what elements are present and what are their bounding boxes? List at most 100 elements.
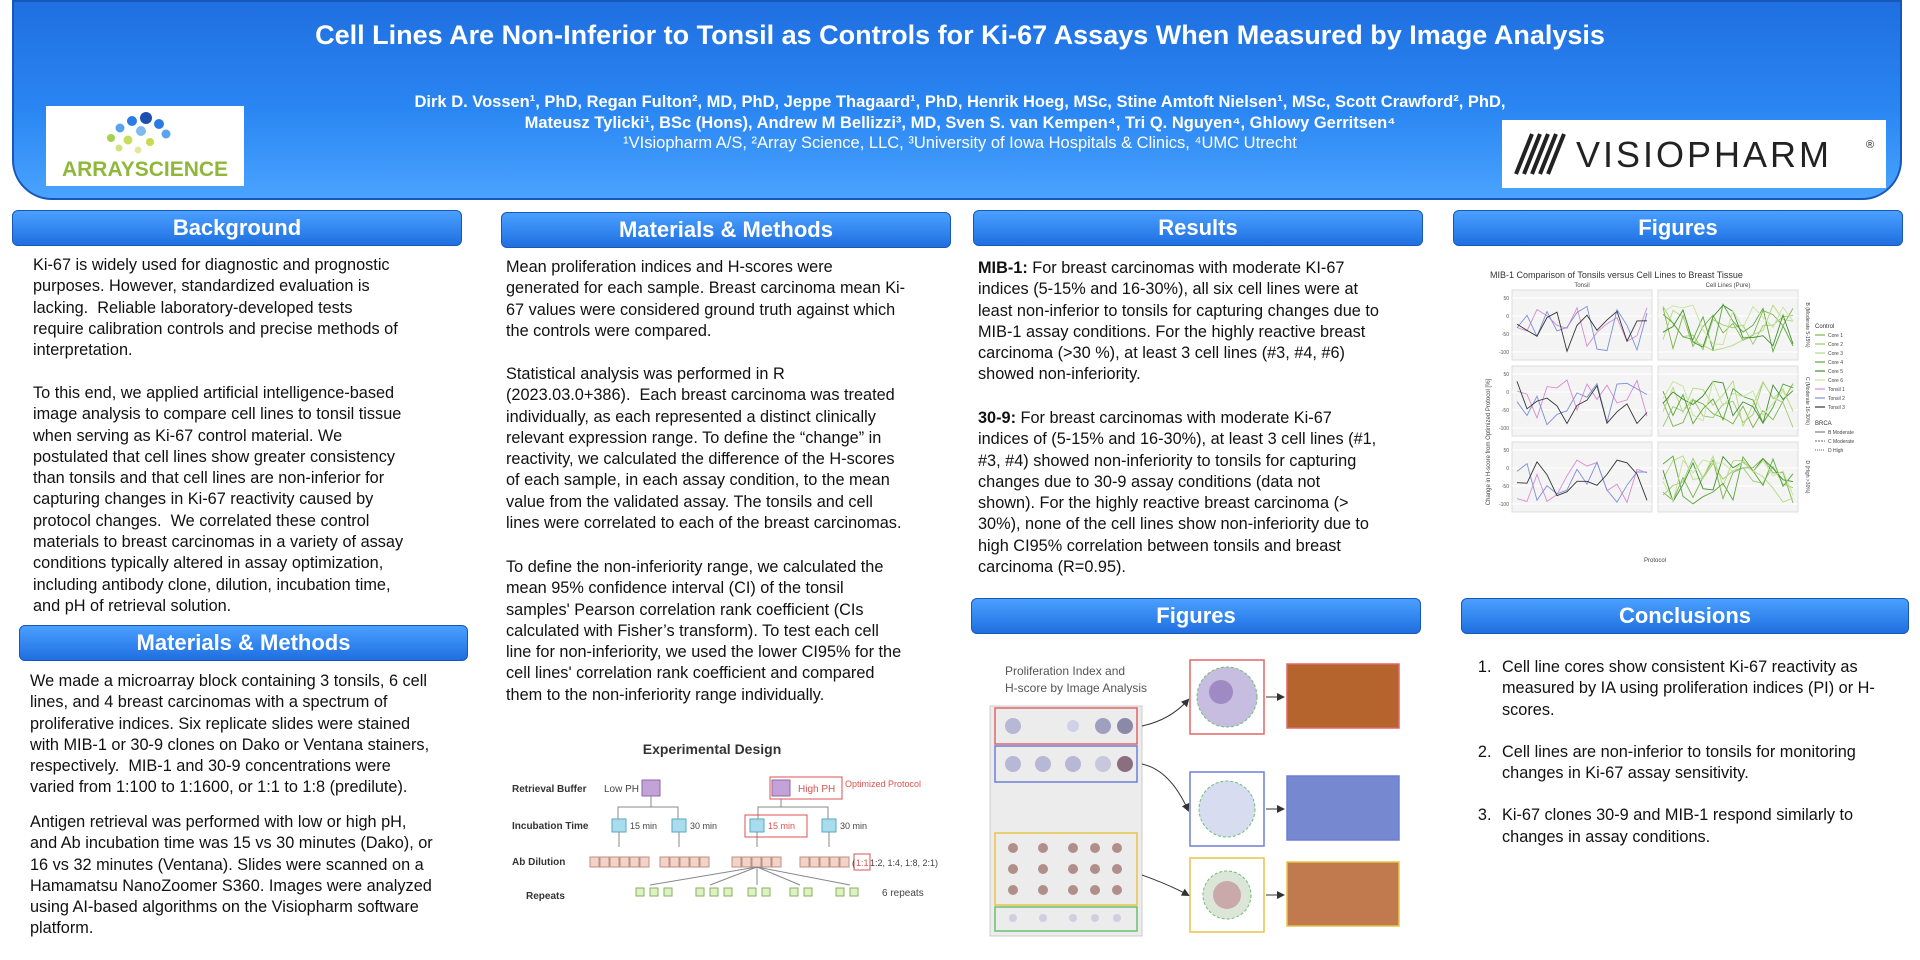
dilutions-highlight: 1:1, [856, 858, 871, 868]
legend-brca-title: BRCA [1815, 421, 1832, 427]
experimental-design-figure: Experimental Design Retrieval Buffer Inc… [500, 735, 952, 915]
legend-entry: Core 1 [1828, 333, 1843, 339]
chart-ytick: -100 [1499, 350, 1509, 356]
chart-ytick: 50 [1503, 448, 1509, 454]
exp-dilution-label: Ab Dilution [512, 857, 565, 868]
chart-ytick: 50 [1503, 296, 1509, 302]
chart-ytick: 0 [1506, 466, 1509, 472]
methods-paragraph-1: We made a microarray block containing 3 … [30, 672, 430, 797]
results-mib1-paragraph: MIB-1: For breast carcinomas with modera… [978, 258, 1379, 386]
figures-header: Figures [1453, 210, 1903, 246]
results-309-label: 30-9: [978, 409, 1017, 427]
chart-series-line [1516, 461, 1648, 503]
svg-text:®: ® [1866, 139, 1874, 151]
authors: Dirk D. Vossen¹, PhD, Regan Fulton², MD,… [300, 92, 1620, 134]
results-309-paragraph: 30-9: For breast carcinomas with moderat… [978, 408, 1376, 578]
exp-design-title: Experimental Design [643, 741, 782, 757]
legend-control-title: Control [1815, 324, 1834, 330]
results-309-text: For breast carcinomas with moderate Ki-6… [978, 409, 1377, 577]
chart-series-line [1662, 459, 1794, 503]
conclusion-item: Cell lines are non-inferior to tonsils f… [1496, 742, 1910, 785]
background-paragraph-1: Ki-67 is widely used for diagnostic and … [33, 256, 398, 360]
exp-incubation-label: Incubation Time [512, 821, 589, 832]
legend-entry: Tonsil 3 [1828, 405, 1845, 411]
tma-caption-1: Proliferation Index and [1005, 664, 1125, 678]
poster-title: Cell Lines Are Non-Inferior to Tonsil as… [315, 20, 1605, 50]
chart-panel [1657, 365, 1799, 437]
chart-series-line [1662, 379, 1794, 422]
t15-label-1: 15 min [630, 821, 657, 831]
chart-series-line [1516, 379, 1648, 420]
chart-ytick: -50 [1502, 408, 1509, 414]
conclusions-list: Cell line cores show consistent Ki-67 re… [1470, 657, 1910, 869]
figures-header-2: Figures [971, 598, 1421, 634]
chart-ytick: 0 [1506, 390, 1509, 396]
high-ph-label: High PH [798, 784, 835, 795]
chart-series-line [1662, 379, 1794, 428]
exp-repeats-label: Repeats [526, 891, 565, 902]
methods2-paragraph-2: Statistical analysis was performed in R … [506, 365, 902, 533]
conclusion-item: Ki-67 clones 30-9 and MIB-1 respond simi… [1496, 805, 1910, 848]
chart-series-line [1516, 459, 1648, 504]
chart-facet-column: Tonsil [1574, 283, 1589, 289]
optimized-protocol-label: Optimized Protocol [845, 779, 921, 789]
legend-entry: B Moderate [1828, 430, 1854, 436]
chart-facet-row: B (Moderate 5-15%) [1804, 302, 1810, 347]
chart-series-line [1662, 304, 1794, 351]
legend-entry: C Moderate [1828, 439, 1854, 445]
results-mib1-label: MIB-1: [978, 259, 1028, 277]
chart-ytick: -50 [1502, 484, 1509, 490]
chart-ytick: -50 [1502, 332, 1509, 338]
chart-ytick: -100 [1499, 426, 1509, 432]
conclusions-ordered-list: Cell line cores show consistent Ki-67 re… [1470, 657, 1910, 848]
t15-label-2: 15 min [768, 821, 795, 831]
chart-title: MIB-1 Comparison of Tonsils versus Cell … [1490, 270, 1743, 280]
chart-series-line [1662, 455, 1794, 503]
background-header: Background [12, 210, 462, 246]
methods-header-1: Materials & Methods [19, 625, 468, 661]
chart-panel [1511, 289, 1653, 361]
chart-ylabel: Change in H-score from Optimized Protoco… [1486, 378, 1492, 505]
legend-entry: Tonsil 2 [1828, 396, 1845, 402]
legend-entry: Core 5 [1828, 369, 1843, 375]
t30-label-2: 30 min [840, 821, 867, 831]
repeats-count: 6 repeats [882, 888, 924, 899]
array-science-logo: ARRAYSCIENCE [46, 106, 244, 186]
results-mib1-text: For breast carcinomas with moderate KI-6… [978, 259, 1379, 384]
authors-line-2: Mateusz Tylicki¹, BSc (Hons), Andrew M B… [524, 114, 1396, 132]
chart-series-line [1662, 383, 1794, 429]
chart-series-line [1662, 455, 1794, 505]
logo-right-text: VISIOPHARM [1576, 134, 1832, 175]
methods-header-2: Materials & Methods [501, 212, 951, 248]
dilutions-rest: 1:2, 1:4, 1:8, 2:1) [870, 858, 938, 868]
methods2-paragraph-1: Mean proliferation indices and H-scores … [506, 258, 906, 340]
conclusion-item: Cell line cores show consistent Ki-67 re… [1496, 657, 1910, 721]
results-header: Results [973, 210, 1423, 246]
legend-entry: Core 6 [1828, 378, 1843, 384]
exp-retrieval-label: Retrieval Buffer [512, 784, 587, 795]
chart-xlabel: Protocol [1644, 558, 1666, 564]
svg-text:(: ( [852, 858, 855, 868]
conclusions-header: Conclusions [1461, 598, 1909, 634]
visiopharm-logo: VISIOPHARM ® [1502, 120, 1886, 188]
chart-series-line [1516, 459, 1648, 501]
chart-series-line [1662, 454, 1794, 503]
legend-entry: Core 2 [1828, 342, 1843, 348]
logo-left-text: ARRAYSCIENCE [62, 158, 228, 181]
legend-entry: Core 4 [1828, 360, 1843, 366]
methods2-paragraph-3: To define the non-inferiority range, we … [506, 558, 902, 704]
chart-series-line [1516, 310, 1648, 353]
chart-facet-row: D (High >30%) [1804, 461, 1810, 494]
methods-paragraph-2: Antigen retrieval was performed with low… [30, 813, 433, 938]
legend-entry: D High [1828, 448, 1844, 454]
mib1-comparison-chart: MIB-1 Comparison of Tonsils versus Cell … [1480, 262, 1900, 572]
chart-series-line [1662, 383, 1794, 425]
chart-ytick: 0 [1506, 314, 1509, 320]
background-paragraph-2: To this end, we applied artificial intel… [33, 384, 404, 615]
chart-panel [1657, 441, 1799, 513]
chart-ytick: 50 [1503, 372, 1509, 378]
chart-series-line [1662, 304, 1794, 345]
legend-entry: Core 3 [1828, 351, 1843, 357]
chart-series-line [1662, 457, 1794, 496]
tma-caption-2: H-score by Image Analysis [1005, 681, 1147, 695]
